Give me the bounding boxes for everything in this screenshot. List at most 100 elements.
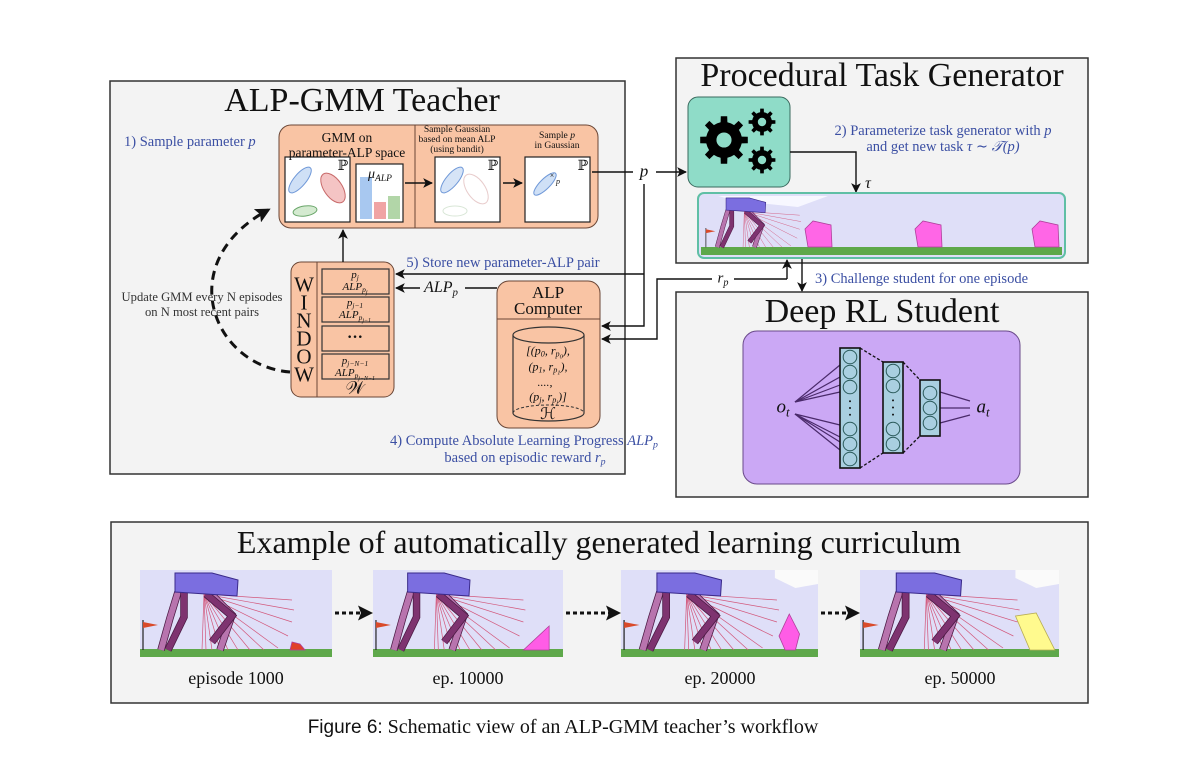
update-gmm-note: Update GMM every N episodes on N most re…	[122, 290, 283, 320]
lidar-ray	[926, 593, 962, 651]
step1-text: 1) Sample parameter	[124, 133, 249, 150]
lidar-ray	[203, 593, 239, 651]
step4-annotation-line2: based on episodic reward rp	[444, 451, 605, 468]
sample-title-line: Sample p	[539, 131, 575, 141]
window-letter: N	[296, 308, 312, 333]
layer-connection	[902, 435, 921, 454]
lidar-ray	[201, 593, 205, 651]
alp-base: ALP	[335, 367, 355, 379]
param-base: p	[346, 297, 353, 309]
ellipsis-dot	[849, 407, 851, 409]
obstacle-diamond	[778, 613, 800, 651]
param-base: p	[341, 355, 348, 367]
neuron	[885, 421, 901, 437]
input-connection	[794, 413, 841, 451]
curriculum-frame	[373, 570, 563, 657]
neuron	[885, 436, 901, 452]
walker-leg	[686, 591, 720, 644]
ground	[621, 649, 818, 657]
task-label: τ	[865, 175, 871, 192]
window-cell	[321, 325, 390, 352]
input-connection	[794, 376, 841, 403]
lidar-ray	[203, 593, 295, 611]
entry-alp: ALPpj	[343, 281, 368, 296]
alp-signal-sub: p	[452, 286, 458, 299]
ground	[701, 247, 1062, 255]
input-connection	[794, 413, 841, 443]
neuron	[922, 400, 938, 416]
neuron	[922, 385, 938, 401]
sampled-point-marker: ×	[549, 171, 555, 180]
bandit-title-line: (using bandit)	[430, 144, 484, 155]
neuron	[842, 379, 858, 395]
step1-var: p	[248, 133, 256, 150]
generated-task-environment	[697, 192, 1066, 259]
lidar-ray	[744, 211, 802, 222]
gmm-title-line: GMM on	[321, 130, 373, 145]
bandit-title-line: Sample Gaussian	[423, 124, 491, 135]
generator-title: Procedural Task Generator	[700, 57, 1064, 94]
mu-symbol: μ	[368, 167, 376, 182]
observation-label: ot	[776, 398, 789, 419]
action-label: at	[976, 398, 989, 419]
obstacle-small-bump	[289, 641, 306, 651]
neuron	[885, 378, 901, 394]
window-entry: pj ALPpj	[343, 269, 368, 296]
window-entry: pj−N−1 ALPpj−N−1	[335, 355, 375, 382]
curriculum-stage-label: ep. 50000	[924, 668, 996, 688]
walker-leg	[646, 592, 670, 652]
sample-plot	[524, 156, 591, 223]
window-letter: W	[294, 272, 314, 297]
gmm-section-title: GMM on parameter-ALP space	[289, 130, 406, 160]
window-cell	[321, 268, 390, 295]
ellipsis-dot	[849, 413, 851, 416]
curriculum-strip	[140, 570, 1059, 657]
lidar-ray	[923, 593, 927, 651]
history-r-sub: 1	[557, 369, 561, 377]
lidar-ray	[686, 593, 722, 651]
output-connection	[939, 414, 971, 424]
ground	[373, 649, 563, 657]
lidar-ray	[436, 593, 471, 651]
step2-text: 2) Parameterize task generator with	[834, 122, 1045, 139]
sample-title-text: Sample	[539, 130, 571, 141]
alp-computer-title: ALP Computer	[514, 284, 582, 317]
walker-leg	[926, 591, 960, 644]
sample-title-line: in Gaussian	[534, 140, 580, 151]
gmm-title-line: parameter-ALP space	[288, 145, 406, 160]
obstacle-pentagon	[1031, 220, 1060, 248]
lidar-ray	[203, 593, 207, 651]
history-p-sub: j	[539, 395, 542, 405]
flag-icon	[624, 622, 640, 628]
lidar-ray	[926, 593, 1020, 611]
param-sub: j−1	[352, 301, 364, 311]
alp-subsub: j−1	[362, 318, 371, 325]
history-database-icon	[512, 326, 585, 422]
gear-large-hole	[716, 132, 732, 148]
alp-sub: p	[358, 313, 363, 323]
obstacle-pentagon	[914, 220, 943, 248]
history-open: (	[528, 359, 533, 374]
flag-icon	[705, 229, 716, 234]
flag-icon	[375, 622, 391, 628]
history-entry: (pj, rpj)]	[529, 389, 567, 407]
window-entry: pj−1 ALPpj−1	[339, 297, 371, 325]
input-connection	[794, 364, 841, 403]
window-cell	[321, 296, 390, 323]
environment-frame	[697, 192, 1066, 259]
reward-label: rp	[718, 271, 729, 288]
history-close: ),	[562, 343, 570, 358]
step5-annotation: 5) Store new parameter-ALP pair	[406, 254, 600, 271]
walker-leg	[165, 592, 187, 652]
walker-body	[656, 572, 723, 597]
alp-sub: p	[354, 371, 359, 381]
lidar-ray	[744, 211, 766, 248]
lidar-ray	[686, 593, 690, 651]
curriculum-frame	[140, 570, 332, 657]
walker	[705, 197, 802, 249]
entry-param: pj−1	[347, 297, 363, 309]
alp-base: ALP	[339, 309, 359, 321]
step4-var-sub: p	[653, 439, 658, 451]
parameter-space-symbol: ℙ	[577, 159, 589, 174]
